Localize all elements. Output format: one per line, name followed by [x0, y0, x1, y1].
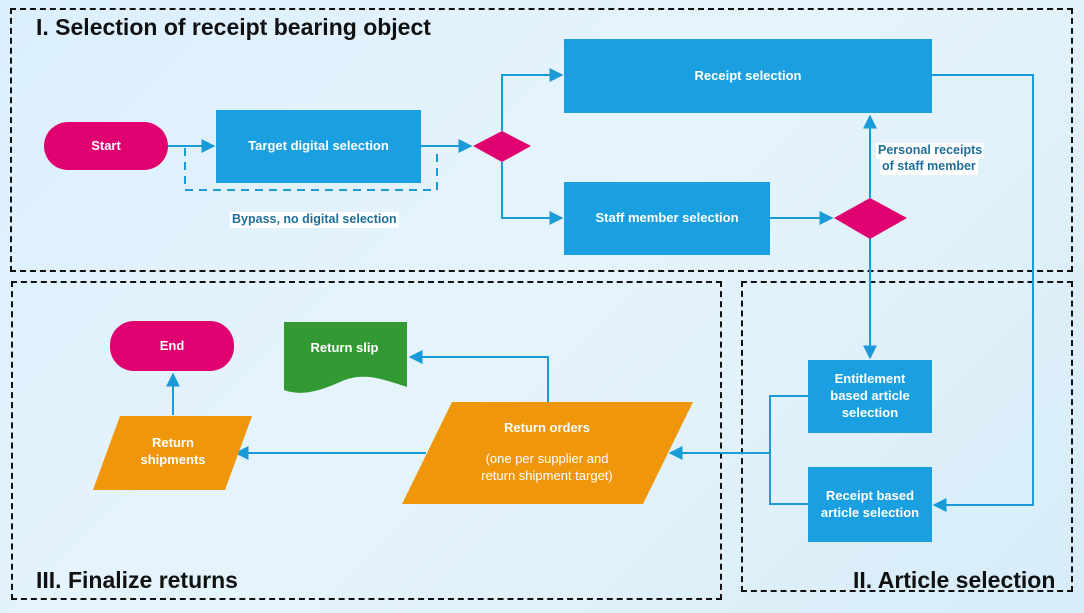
region-finalize [11, 281, 722, 600]
region-selection [10, 8, 1073, 272]
decision-digital [473, 131, 531, 162]
edge-receipt-receiptbased [932, 74, 1034, 512]
return-orders-title: Return orders [504, 419, 590, 435]
edge-entitlement-merge [769, 395, 808, 505]
return-orders-node: Return orders (one per supplier and retu… [452, 412, 642, 492]
region-selection-title: I. Selection of receipt bearing object [36, 14, 431, 40]
start-node: Start [44, 122, 168, 170]
return-slip-node: Return slip [310, 339, 379, 355]
end-node: End [110, 321, 234, 371]
return-orders-note: (one per supplier and return shipment ta… [481, 450, 613, 483]
return-orders-shape [402, 402, 693, 504]
staff-member-selection-node: Staff member selection [564, 182, 770, 255]
decision-staff [834, 198, 907, 239]
target-digital-selection-node: Target digital selection [216, 110, 421, 183]
edge-decision1-staff [501, 162, 564, 225]
edge-bypass [184, 148, 438, 191]
entitlement-selection-node: Entitlement based article selection [808, 360, 932, 433]
region-article [741, 281, 1073, 592]
personal-receipts-label-2: of staff member [880, 159, 978, 175]
receipt-based-selection-node: Receipt based article selection [808, 467, 932, 542]
bypass-label: Bypass, no digital selection [230, 212, 399, 228]
region-article-title: II. Article selection [853, 567, 1056, 593]
region-finalize-title: III. Finalize returns [36, 567, 238, 593]
edge-decision1-receipt [501, 68, 564, 131]
receipt-selection-node: Receipt selection [564, 39, 932, 113]
return-shipments-node: Return shipments [140, 435, 206, 467]
return-shipments-shape [93, 416, 252, 490]
return-slip-shape [284, 322, 407, 393]
personal-receipts-label-1: Personal receipts [876, 143, 985, 159]
edge-returnorders-slip [408, 350, 549, 402]
